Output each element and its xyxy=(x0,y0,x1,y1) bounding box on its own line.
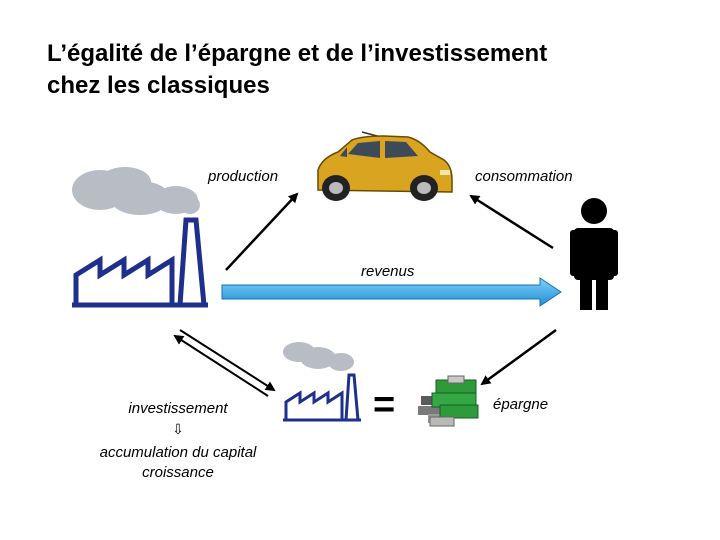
person-icon xyxy=(570,198,618,310)
smoke-icon xyxy=(72,167,200,215)
car-icon xyxy=(317,131,453,201)
label-accumulation: accumulation du capital xyxy=(99,444,257,461)
label-consommation: consommation xyxy=(475,168,573,185)
label-revenus: revenus xyxy=(361,263,415,280)
title-line-1: L’égalité de l’épargne et de l’investiss… xyxy=(47,40,548,67)
label-croissance: croissance xyxy=(142,464,214,481)
label-production: production xyxy=(208,168,279,185)
investment-arrow-out xyxy=(179,329,276,392)
production-arrow xyxy=(225,192,299,271)
equals-sign: = xyxy=(373,384,396,426)
label-investissement: investissement xyxy=(128,400,228,417)
label-epargne: épargne xyxy=(493,396,549,413)
factory-icon-small xyxy=(283,373,361,422)
down-arrow-icon: ⇩ xyxy=(172,421,184,437)
money-icon xyxy=(418,375,479,427)
consommation-arrow xyxy=(469,194,554,250)
factory-icon xyxy=(72,217,208,308)
title-line-2: chez les classiques xyxy=(47,72,270,99)
investment-arrow-back xyxy=(173,334,269,397)
slide-title: L’égalité de l’épargne et de l’investiss… xyxy=(47,38,687,102)
epargne-arrow xyxy=(480,328,557,386)
smoke-icon-small xyxy=(283,342,354,371)
revenus-arrow xyxy=(221,277,562,307)
